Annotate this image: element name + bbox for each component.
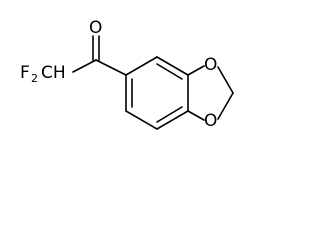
atom-labels: O O O F 2 CH [20, 18, 217, 131]
carbonyl-oxygen-label: O [89, 18, 102, 38]
chemical-structure: O O O F 2 CH [20, 18, 234, 131]
fluorine-count-subscript: 2 [31, 72, 38, 85]
bond-ch-carbonyl [72, 59, 97, 73]
ring-bond-5 [125, 110, 158, 130]
ring-oxygen-upper-label: O [204, 55, 217, 75]
ring-bond-4 [156, 110, 189, 130]
ring-inner-bond-1 [156, 63, 183, 80]
ring-bond-2 [156, 56, 189, 76]
ring-bond-1 [125, 56, 158, 76]
ring-oxygen-lower-label: O [204, 111, 217, 131]
bond-methylene-oxygen-lower [217, 92, 234, 120]
bond-oxygen-upper-methylene [217, 66, 234, 94]
fluorine-prefix-label: F [20, 63, 30, 83]
ring-inner-bond-2 [156, 106, 183, 123]
bond-carbonyl-ring [95, 59, 127, 76]
bond-ring-oxygen-upper [187, 65, 205, 76]
bond-oxygen-lower-ring [187, 110, 205, 121]
ch-group-label: CH [41, 63, 66, 83]
bond-lines [72, 35, 234, 130]
